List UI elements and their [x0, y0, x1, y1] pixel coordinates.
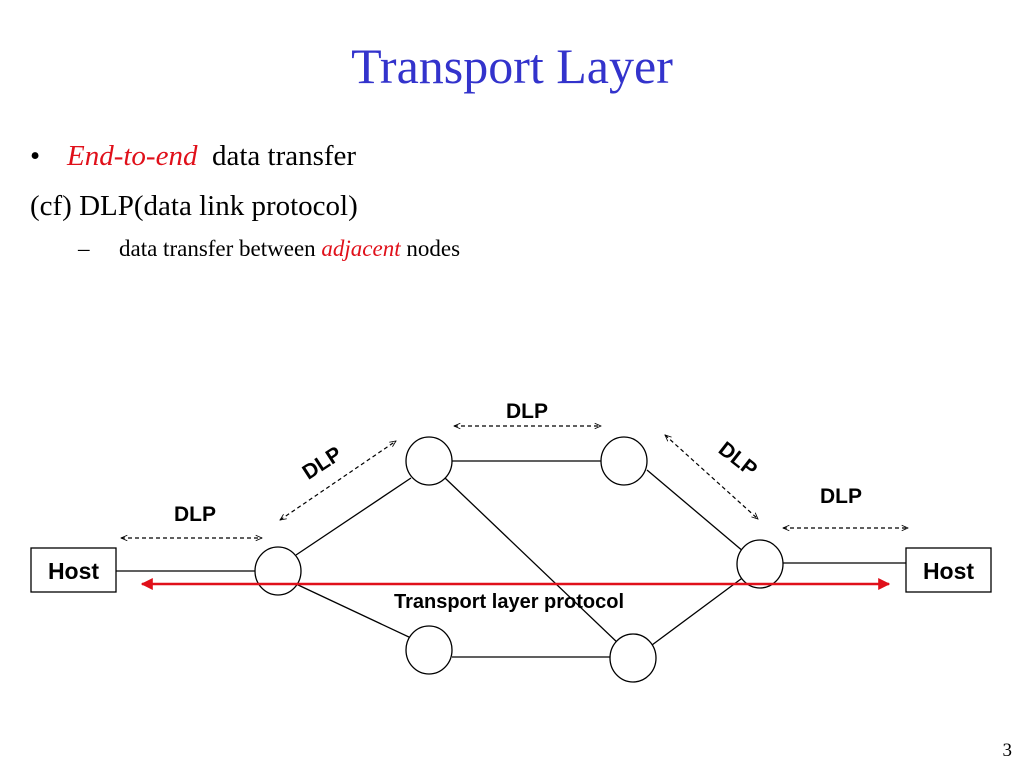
host-right-label: Host	[923, 558, 974, 584]
emphasis-end-to-end: End-to-end	[67, 140, 198, 172]
sub-text-pre: data transfer between	[119, 236, 316, 261]
host-left-label: Host	[48, 558, 99, 584]
cf-dlp-line: (cf) DLP(data link protocol)	[30, 190, 358, 222]
dlp-label-top: DLP	[506, 400, 548, 423]
slide-title: Transport Layer	[351, 38, 673, 94]
bullet-symbol: •	[30, 140, 41, 172]
page-number: 3	[1002, 740, 1013, 761]
dash-symbol: –	[78, 236, 90, 261]
sub-text-post: nodes	[406, 236, 461, 261]
link-node-a-to-node-d	[295, 583, 412, 639]
router-node-f	[736, 539, 784, 589]
dlp-arrows	[121, 426, 908, 538]
link-node-c-to-node-f	[646, 469, 745, 553]
link-node-b-to-node-e	[444, 477, 621, 646]
transport-protocol-label: Transport layer protocol	[394, 591, 624, 613]
host-right-box	[905, 547, 992, 593]
host-left-box	[30, 547, 117, 593]
router-node-d	[405, 625, 453, 675]
router-node-a	[254, 546, 302, 596]
network-links	[116, 460, 906, 658]
dlp-label-diag-right: DLP	[714, 437, 761, 481]
link-node-a-to-node-b	[295, 477, 412, 556]
dlp-label-diag-left: DLP	[298, 442, 346, 484]
router-node-e	[609, 633, 657, 683]
emphasis-adjacent: adjacent	[321, 236, 401, 261]
router-nodes	[254, 436, 784, 683]
dlp-arrow-diag-left	[280, 441, 396, 520]
bullet-end-to-end: • End-to-end data transfer	[30, 138, 356, 174]
router-node-c	[600, 436, 648, 486]
dlp-label-right: DLP	[820, 485, 862, 508]
link-node-e-to-node-f	[651, 575, 746, 646]
router-node-b	[405, 436, 453, 486]
dlp-label-left: DLP	[174, 503, 216, 526]
sub-bullet-adjacent: – data transfer between adjacent nodes	[78, 234, 460, 264]
bullet-text: data transfer	[211, 140, 357, 172]
